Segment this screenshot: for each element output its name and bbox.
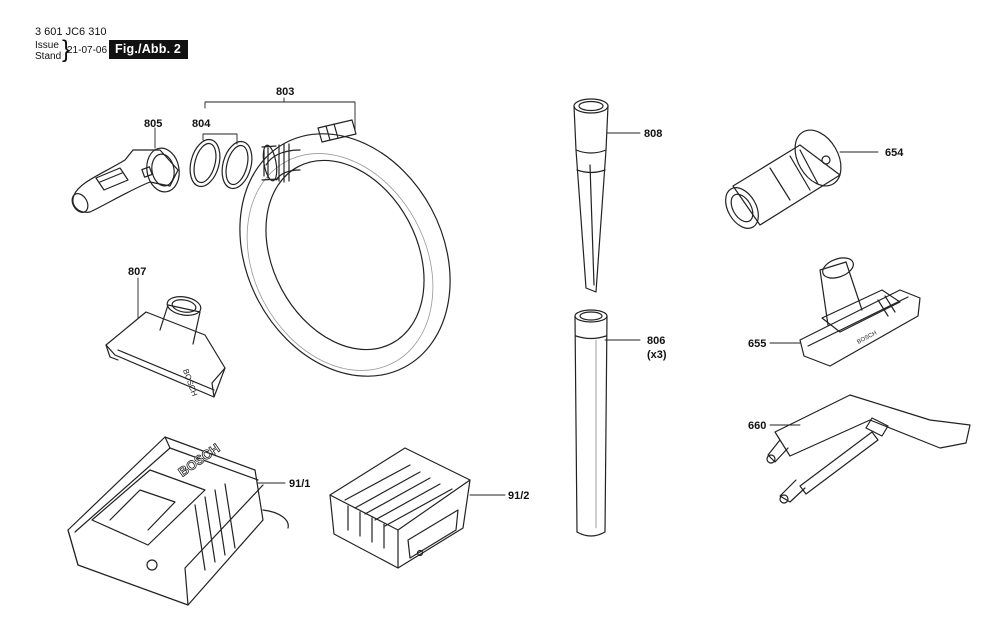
hose-drawing	[239, 119, 451, 377]
label-660: 660	[748, 420, 766, 432]
hose-end-fitting	[317, 119, 357, 143]
figure-label: Fig./Abb. 2	[109, 40, 189, 59]
label-91-2: 91/2	[508, 490, 529, 502]
callout-labels: 803 804 805 807 808 806 (x3) 654 655 660…	[128, 86, 904, 502]
floor-nozzle-brand: BOSCH	[856, 330, 878, 345]
doc-number: 3 601 JC6 310	[35, 26, 107, 38]
adapter-drawing	[725, 129, 842, 229]
battery-drawing	[329, 447, 471, 569]
rings-drawing	[189, 138, 253, 190]
label-808: 808	[644, 128, 662, 140]
label-91-1: 91/1	[289, 478, 310, 490]
label-807: 807	[128, 266, 146, 278]
label-804: 804	[192, 118, 211, 130]
crevice-tube-drawing	[573, 98, 609, 293]
extension-tube-drawing	[574, 309, 608, 537]
handle-drawing	[71, 147, 180, 213]
charger-drawing: BOSCH	[67, 436, 289, 606]
charger-brand: BOSCH	[175, 440, 222, 479]
issue-label: Issue	[35, 40, 59, 51]
issue-date: 21-07-06	[67, 45, 108, 56]
label-805: 805	[144, 118, 162, 130]
label-806-qty: (x3)	[647, 349, 667, 361]
label-654: 654	[885, 147, 904, 159]
brace-glyph: }	[62, 36, 71, 63]
stand-label: Stand	[35, 51, 62, 62]
label-806: 806	[647, 335, 665, 347]
hose-cuff	[261, 143, 290, 183]
label-803: 803	[276, 86, 294, 98]
label-655: 655	[748, 338, 766, 350]
upholstery-nozzle-drawing: BOSCH	[105, 296, 226, 398]
leader-lines	[137, 97, 879, 496]
strap-drawing	[766, 394, 971, 504]
floor-nozzle-drawing: BOSCH	[799, 257, 921, 367]
